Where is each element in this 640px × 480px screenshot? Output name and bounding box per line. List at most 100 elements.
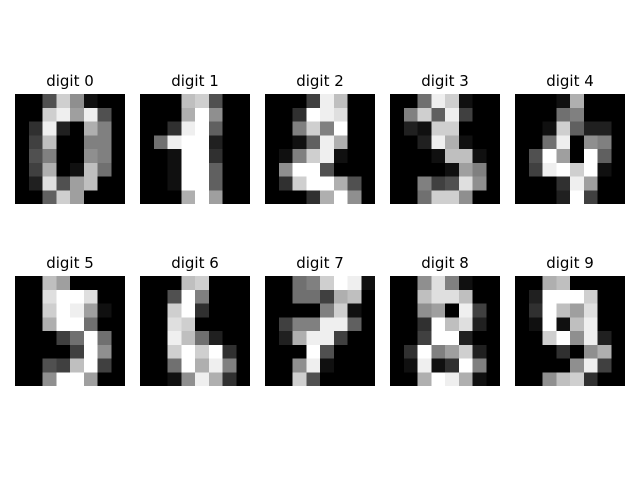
pixel-cell xyxy=(597,372,612,386)
pixel-cell xyxy=(111,162,125,177)
pixel-cell xyxy=(611,276,625,291)
pixel-cell xyxy=(556,289,571,304)
pixel-cell xyxy=(583,107,598,122)
pixel-cell xyxy=(431,358,446,373)
pixel-cell xyxy=(140,358,155,373)
pixel-cell xyxy=(195,276,210,291)
pixel-cell xyxy=(361,190,375,204)
pixel-cell xyxy=(181,358,196,373)
pixel-cell xyxy=(431,121,446,136)
pixel-cell xyxy=(167,176,182,191)
pixel-cell xyxy=(611,176,625,191)
pixel-cell xyxy=(236,303,250,318)
pixel-cell xyxy=(431,317,446,332)
pixel-cell xyxy=(111,303,125,318)
pixel-cell xyxy=(222,107,237,122)
pixel-cell xyxy=(42,176,57,191)
pixel-cell xyxy=(320,331,335,346)
pixel-cell xyxy=(333,162,348,177)
pixel-cell xyxy=(208,162,223,177)
pixel-cell xyxy=(222,135,237,150)
pixel-cell xyxy=(70,331,85,346)
pixel-cell xyxy=(570,149,585,164)
pixel-cell xyxy=(542,303,557,318)
pixel-cell xyxy=(15,149,30,164)
pixel-cell xyxy=(28,190,43,204)
pixel-cell xyxy=(292,344,307,359)
pixel-cell xyxy=(70,358,85,373)
pixel-cell xyxy=(431,331,446,346)
pixel-cell xyxy=(347,372,362,386)
pixel-cell xyxy=(28,276,43,291)
pixel-cell xyxy=(597,331,612,346)
pixel-cell xyxy=(333,358,348,373)
pixel-cell xyxy=(403,135,418,150)
pixel-cell xyxy=(431,303,446,318)
pixel-cell xyxy=(222,149,237,164)
pixel-cell xyxy=(403,358,418,373)
pixel-cell xyxy=(361,344,375,359)
pixel-cell xyxy=(292,121,307,136)
pixel-cell xyxy=(431,162,446,177)
pixel-cell xyxy=(515,135,530,150)
pixel-cell xyxy=(445,317,460,332)
pixel-cell xyxy=(320,162,335,177)
pixel-cell xyxy=(320,190,335,204)
pixel-cell xyxy=(445,135,460,150)
pixel-cell xyxy=(583,190,598,204)
pixel-cell xyxy=(417,344,432,359)
pixel-cell xyxy=(570,135,585,150)
pixel-cell xyxy=(390,107,405,122)
pixel-cell xyxy=(458,358,473,373)
panel-title: digit 0 xyxy=(46,72,94,90)
pixel-cell xyxy=(195,94,210,109)
pixel-cell xyxy=(403,121,418,136)
pixel-cell xyxy=(333,317,348,332)
pixel-cell xyxy=(15,303,30,318)
pixel-cell xyxy=(15,107,30,122)
pixel-cell xyxy=(278,190,293,204)
pixel-cell xyxy=(111,331,125,346)
pixel-cell xyxy=(458,121,473,136)
pixel-cell xyxy=(265,289,280,304)
pixel-cell xyxy=(292,149,307,164)
pixel-cell xyxy=(28,303,43,318)
pixel-cell xyxy=(472,190,487,204)
pixel-cell xyxy=(195,121,210,136)
pixel-cell xyxy=(417,276,432,291)
pixel-cell xyxy=(265,358,280,373)
pixel-cell xyxy=(56,162,71,177)
pixel-cell xyxy=(140,289,155,304)
pixel-cell xyxy=(306,162,321,177)
pixel-cell xyxy=(347,94,362,109)
pixel-cell xyxy=(265,276,280,291)
pixel-cell xyxy=(181,162,196,177)
pixel-cell xyxy=(236,162,250,177)
pixel-cell xyxy=(515,303,530,318)
pixel-cell xyxy=(445,331,460,346)
pixel-cell xyxy=(292,176,307,191)
pixel-cell xyxy=(181,121,196,136)
pixel-cell xyxy=(97,162,112,177)
pixel-cell xyxy=(361,176,375,191)
pixel-cell xyxy=(278,344,293,359)
pixel-cell xyxy=(222,331,237,346)
pixel-cell xyxy=(556,121,571,136)
pixel-cell xyxy=(97,190,112,204)
pixel-cell xyxy=(236,276,250,291)
pixel-cell xyxy=(597,162,612,177)
pixel-cell xyxy=(167,344,182,359)
pixel-cell xyxy=(83,358,98,373)
pixel-cell xyxy=(195,289,210,304)
pixel-cell xyxy=(597,135,612,150)
pixel-cell xyxy=(167,190,182,204)
pixel-cell xyxy=(167,94,182,109)
pixel-cell xyxy=(265,149,280,164)
pixel-cell xyxy=(542,162,557,177)
pixel-cell xyxy=(111,358,125,373)
pixel-cell xyxy=(472,358,487,373)
pixel-cell xyxy=(195,149,210,164)
pixel-cell xyxy=(333,289,348,304)
pixel-cell xyxy=(208,303,223,318)
pixel-cell xyxy=(97,344,112,359)
